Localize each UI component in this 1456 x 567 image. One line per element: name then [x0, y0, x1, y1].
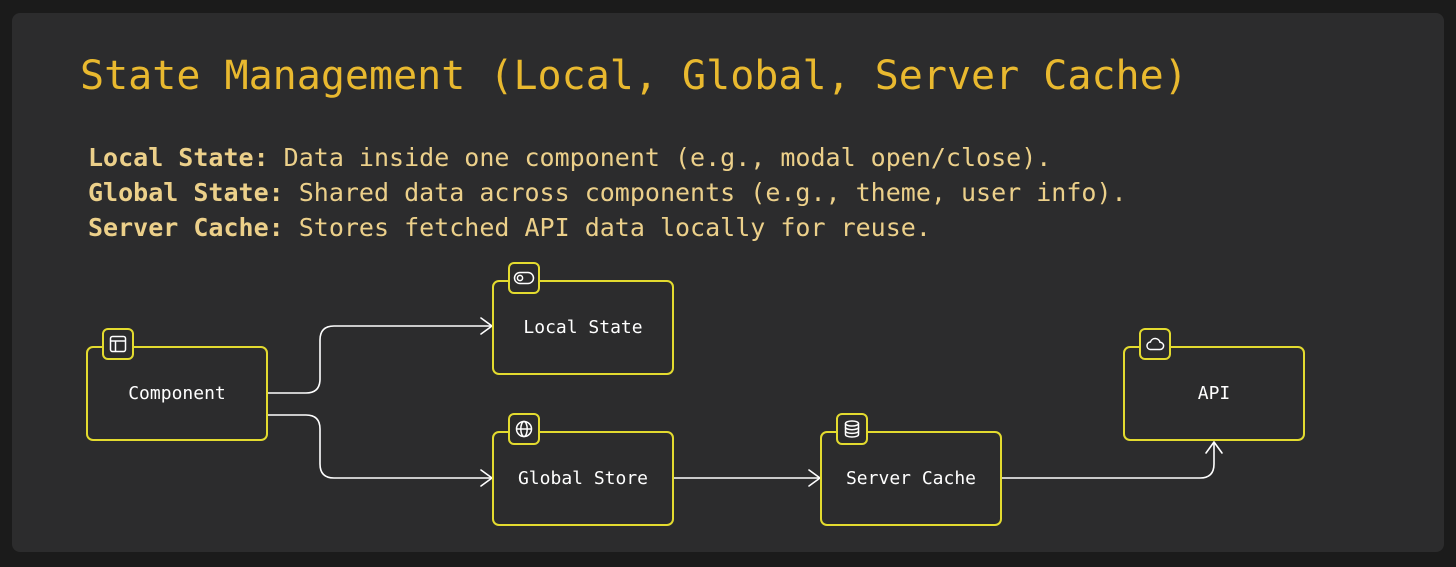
cloud-icon [1139, 328, 1171, 360]
node-local-state: Local State [492, 262, 674, 375]
description-text: Shared data across components (e.g., the… [283, 178, 1127, 207]
node-component: Component [86, 328, 268, 441]
description-list: Local State: Data inside one component (… [88, 140, 1127, 245]
description-term: Global State: [88, 178, 284, 207]
node-label: Global Store [517, 468, 649, 489]
edge-component-to-local-state [267, 317, 493, 394]
description-term: Local State: [88, 143, 269, 172]
edge-global-store-to-server-cache [673, 469, 821, 487]
page-title: State Management (Local, Global, Server … [80, 53, 1188, 99]
description-text: Stores fetched API data locally for reus… [283, 213, 931, 242]
node-label: Server Cache [845, 468, 977, 489]
edge-server-cache-to-api [1001, 441, 1223, 479]
node-api: API [1123, 328, 1305, 441]
node-label: Local State [523, 317, 643, 338]
toggle-icon [508, 262, 540, 294]
database-icon [836, 413, 868, 445]
node-label: API [1197, 383, 1231, 404]
node-label: Component [128, 383, 226, 404]
layout-icon [102, 328, 134, 360]
description-local-state: Local State: Data inside one component (… [88, 140, 1127, 175]
description-server-cache: Server Cache: Stores fetched API data lo… [88, 210, 1127, 245]
edge-component-to-global-store [267, 414, 493, 487]
diagram-panel [12, 13, 1444, 552]
node-global-store: Global Store [492, 413, 674, 526]
node-server-cache: Server Cache [820, 413, 1002, 526]
description-term: Server Cache: [88, 213, 284, 242]
description-global-state: Global State: Shared data across compone… [88, 175, 1127, 210]
description-text: Data inside one component (e.g., modal o… [268, 143, 1052, 172]
globe-icon [508, 413, 540, 445]
